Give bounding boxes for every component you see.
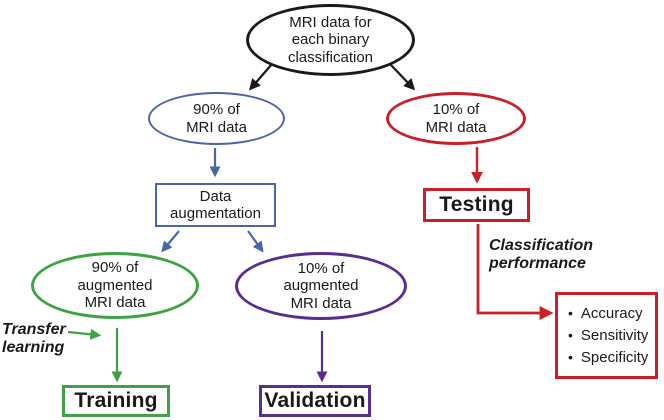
node-label-line: augmented — [77, 276, 153, 294]
annotation-classification-performance: Classification performance — [489, 237, 593, 272]
annotation-line: learning — [2, 338, 65, 356]
bullet-icon: • — [568, 327, 573, 343]
node-label-line: MRI data — [290, 294, 352, 312]
node-validation: Validation — [259, 385, 371, 417]
node-mri-data-root: MRI data for each binary classification — [246, 4, 415, 76]
annotation-transfer-learning: Transfer learning — [2, 321, 66, 356]
node-10-percent-augmented: 10% of augmented MRI data — [235, 252, 407, 320]
node-label-line: augmentation — [170, 205, 261, 222]
node-label: Testing — [439, 193, 514, 216]
annotation-line: performance — [489, 254, 586, 272]
node-label-line: 10% of — [297, 259, 345, 277]
node-label-line: augmented — [283, 277, 359, 295]
node-label-line: 90% of — [91, 259, 139, 277]
node-label-line: each binary — [291, 31, 370, 49]
node-label-line: MRI data — [84, 294, 146, 312]
node-training: Training — [62, 385, 170, 417]
node-label: Training — [74, 389, 158, 412]
arrow-augmentation-to-aug-val — [247, 230, 264, 253]
node-label-line: Data — [199, 187, 232, 205]
node-performance-metrics: • Accuracy • Sensitivity • Specificity — [555, 292, 658, 379]
node-label-line: MRI data — [425, 118, 487, 136]
metric-label: Accuracy — [580, 305, 643, 322]
metric-item: • Accuracy — [568, 304, 655, 323]
bullet-icon: • — [568, 305, 573, 321]
arrow-augmentation-to-aug-train — [161, 230, 180, 253]
arrow-root-to-train-split — [248, 63, 273, 91]
node-data-augmentation: Data augmentation — [155, 183, 276, 227]
annotation-line: Classification — [489, 237, 594, 254]
annotation-line: Transfer — [2, 321, 66, 338]
node-label-line: MRI data — [186, 118, 247, 136]
metric-item: • Sensitivity — [568, 326, 655, 345]
node-label-line: classification — [287, 48, 374, 66]
arrow-root-to-test-split — [389, 63, 416, 91]
node-testing: Testing — [423, 188, 530, 222]
node-90-percent-augmented: 90% of augmented MRI data — [31, 252, 199, 319]
arrow-transfer-learning — [67, 328, 102, 340]
node-label-line: 90% of — [193, 101, 240, 118]
node-label-line: MRI data for — [289, 13, 372, 31]
node-label: Validation — [264, 389, 366, 412]
bullet-icon: • — [568, 349, 573, 365]
node-90-percent-mri-data: 90% of MRI data — [148, 92, 285, 145]
metric-label: Specificity — [580, 349, 649, 366]
node-label-line: 10% of — [432, 101, 480, 118]
metric-label: Sensitivity — [580, 327, 649, 344]
metric-item: • Specificity — [568, 348, 655, 367]
node-10-percent-mri-data: 10% of MRI data — [386, 92, 526, 145]
